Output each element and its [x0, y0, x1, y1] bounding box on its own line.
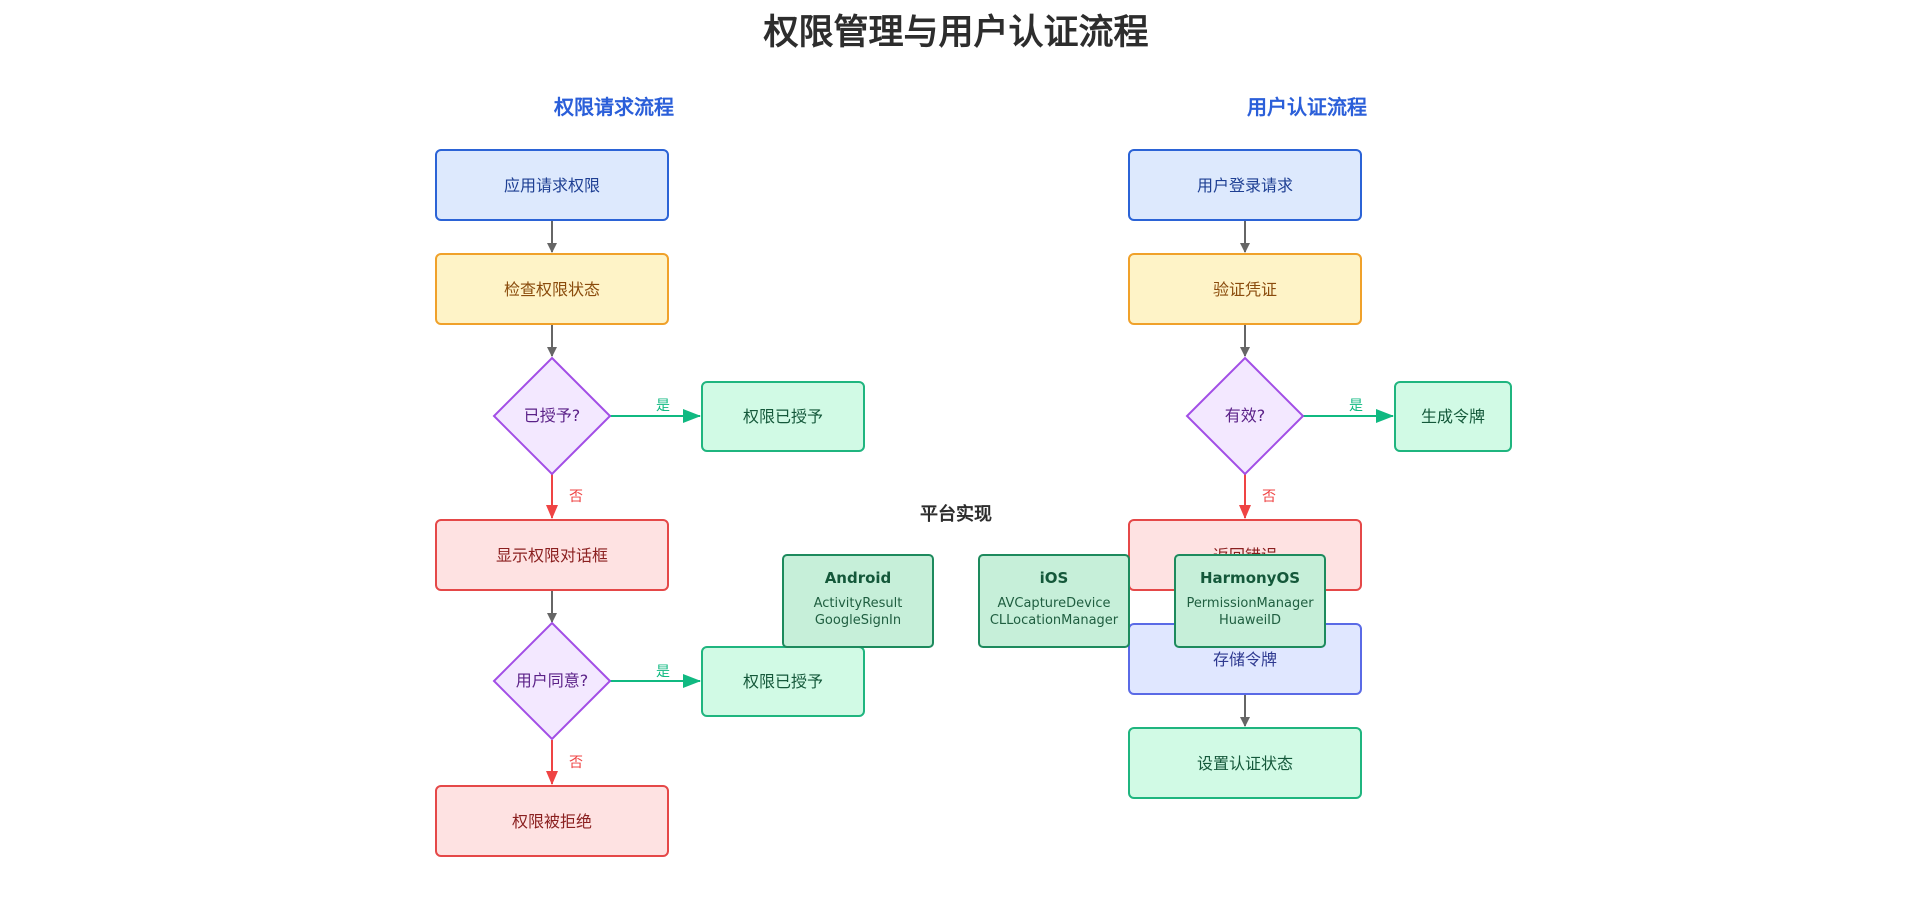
- platforms-title: 平台实现: [920, 503, 992, 525]
- node-label: 权限已授予: [743, 672, 823, 691]
- node-label: 存储令牌: [1213, 650, 1277, 669]
- decision-consent[interactable]: 用户同意?: [492, 621, 612, 741]
- node-label: 设置认证状态: [1197, 754, 1293, 773]
- node-permission-granted-2[interactable]: 权限已授予: [701, 646, 865, 717]
- node-label: 应用请求权限: [504, 176, 600, 195]
- decision-label: 用户同意?: [516, 671, 589, 690]
- node-label: 检查权限状态: [504, 280, 600, 299]
- edge-label-yes: 是: [656, 398, 670, 414]
- node-set-auth-state[interactable]: 设置认证状态: [1128, 727, 1362, 799]
- node-label: 权限被拒绝: [512, 812, 592, 831]
- node-permission-denied[interactable]: 权限被拒绝: [435, 785, 669, 857]
- permission-flow-edges: [546, 220, 701, 785]
- edge-label-no: 否: [1262, 489, 1276, 505]
- platform-api: AVCaptureDevice: [997, 596, 1110, 611]
- platform-name: HarmonyOS: [1200, 569, 1300, 587]
- platform-api: HuaweiID: [1219, 613, 1281, 628]
- platform-name: Android: [825, 569, 892, 587]
- platform-card-ios[interactable]: iOS AVCaptureDevice CLLocationManager: [978, 554, 1130, 648]
- page-title: 权限管理与用户认证流程: [762, 13, 1148, 53]
- platform-api: CLLocationManager: [990, 613, 1119, 628]
- node-check-permission[interactable]: 检查权限状态: [435, 253, 669, 325]
- section-title-permission: 权限请求流程: [553, 95, 674, 119]
- node-label: 验证凭证: [1213, 280, 1277, 299]
- section-title-auth: 用户认证流程: [1247, 95, 1367, 119]
- node-permission-granted[interactable]: 权限已授予: [701, 381, 865, 452]
- node-show-dialog[interactable]: 显示权限对话框: [435, 519, 669, 591]
- decision-valid[interactable]: 有效?: [1185, 356, 1305, 476]
- platform-card-android[interactable]: Android ActivityResult GoogleSignIn: [782, 554, 934, 648]
- decision-label: 有效?: [1225, 406, 1266, 425]
- auth-flow-edges: [1239, 220, 1394, 727]
- decision-label: 已授予?: [524, 406, 581, 425]
- platform-api: GoogleSignIn: [815, 613, 901, 628]
- decision-granted[interactable]: 已授予?: [492, 356, 612, 476]
- node-label: 权限已授予: [743, 407, 823, 426]
- platform-api: ActivityResult: [814, 596, 903, 611]
- edge-label-yes: 是: [656, 664, 670, 680]
- edge-label-no: 否: [569, 755, 583, 771]
- node-label: 显示权限对话框: [496, 546, 608, 565]
- node-request-permission[interactable]: 应用请求权限: [435, 149, 669, 221]
- platform-name: iOS: [1040, 569, 1069, 587]
- edge-label-no: 否: [569, 489, 583, 505]
- edge-label-yes: 是: [1349, 398, 1363, 414]
- node-label: 用户登录请求: [1197, 176, 1293, 195]
- platform-api: PermissionManager: [1186, 596, 1314, 611]
- node-user-login[interactable]: 用户登录请求: [1128, 149, 1362, 221]
- node-generate-token[interactable]: 生成令牌: [1394, 381, 1512, 452]
- node-label: 生成令牌: [1421, 407, 1485, 426]
- node-verify-credentials[interactable]: 验证凭证: [1128, 253, 1362, 325]
- platform-card-harmonyos[interactable]: HarmonyOS PermissionManager HuaweiID: [1174, 554, 1326, 648]
